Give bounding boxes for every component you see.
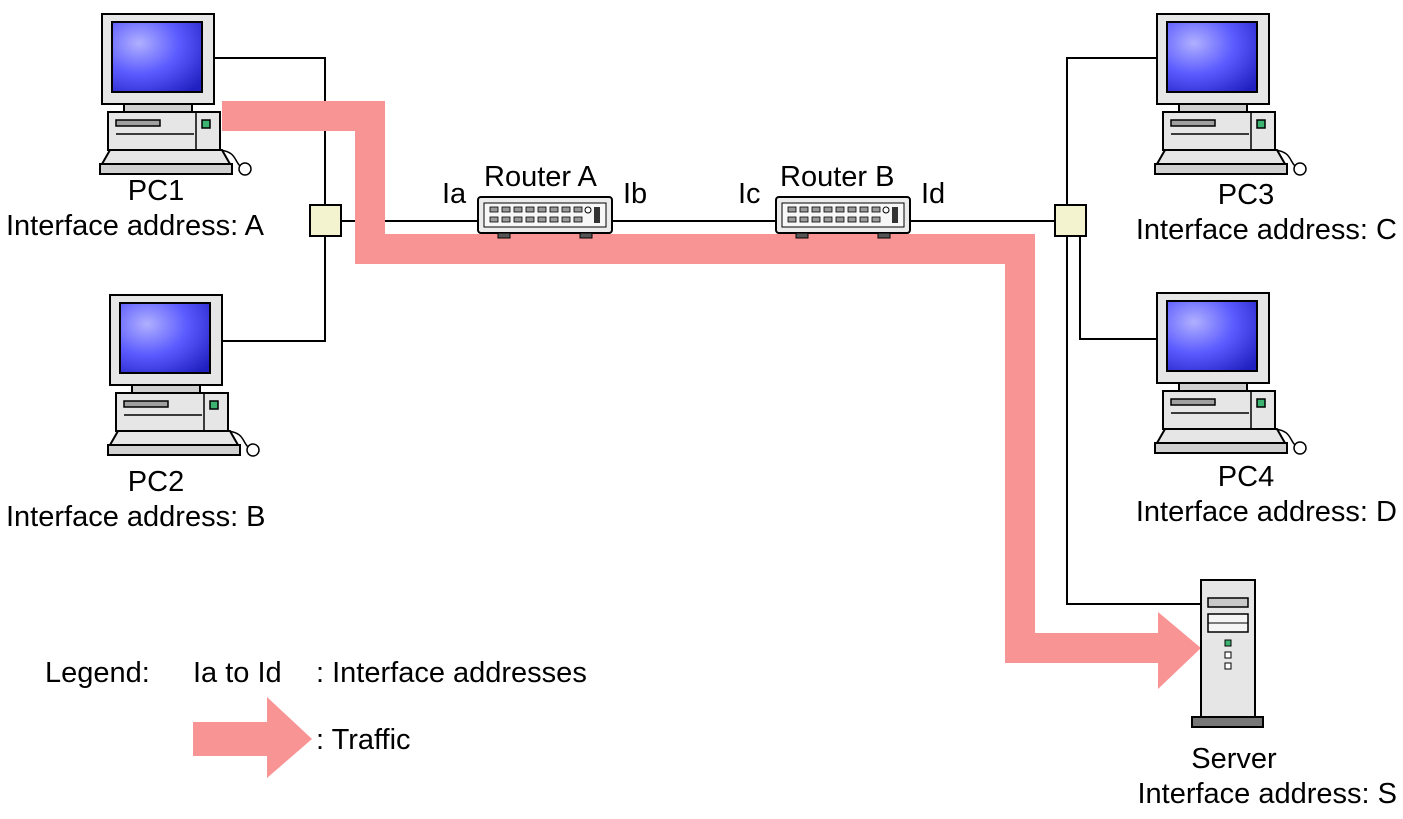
router-a-interface-right: Ib bbox=[623, 178, 647, 210]
pc3-name: PC3 bbox=[1218, 179, 1274, 211]
server-name: Server bbox=[1191, 743, 1277, 775]
pc3-address: Interface address: C bbox=[1136, 214, 1397, 246]
router-a-interface-left: Ia bbox=[442, 178, 467, 210]
legend-interfaces-desc: : Interface addresses bbox=[316, 657, 587, 689]
traffic-path bbox=[222, 101, 1201, 689]
router-b-interface-right: Id bbox=[921, 178, 945, 210]
pc1-address: Interface address: A bbox=[6, 210, 265, 242]
legend-traffic-arrow bbox=[193, 697, 312, 778]
router-b-interface-left: Ic bbox=[738, 178, 761, 210]
hub-left bbox=[309, 204, 342, 237]
pc1-name: PC1 bbox=[128, 175, 184, 207]
server-address: Interface address: S bbox=[1137, 778, 1397, 810]
legend-interfaces-key: Ia to Id bbox=[193, 657, 282, 689]
router-b-name: Router B bbox=[780, 161, 894, 193]
pc2-name: PC2 bbox=[128, 466, 184, 498]
pc4-name: PC4 bbox=[1218, 461, 1274, 493]
server-icon bbox=[1191, 579, 1264, 728]
legend: Legend: Ia to Id : Interface addresses :… bbox=[45, 657, 587, 778]
hub-right bbox=[1054, 204, 1087, 237]
pc4-icon bbox=[1154, 292, 1307, 455]
pc2-address: Interface address: B bbox=[6, 501, 266, 533]
pc2-icon bbox=[107, 294, 260, 457]
legend-traffic-desc: : Traffic bbox=[316, 724, 411, 756]
pc3-icon bbox=[1154, 13, 1307, 176]
router-b-icon bbox=[775, 196, 911, 239]
pc1-icon bbox=[99, 13, 252, 176]
router-a-name: Router A bbox=[484, 161, 597, 193]
router-a-icon bbox=[477, 196, 613, 239]
pc4-address: Interface address: D bbox=[1136, 496, 1397, 528]
legend-title: Legend: bbox=[45, 657, 150, 689]
